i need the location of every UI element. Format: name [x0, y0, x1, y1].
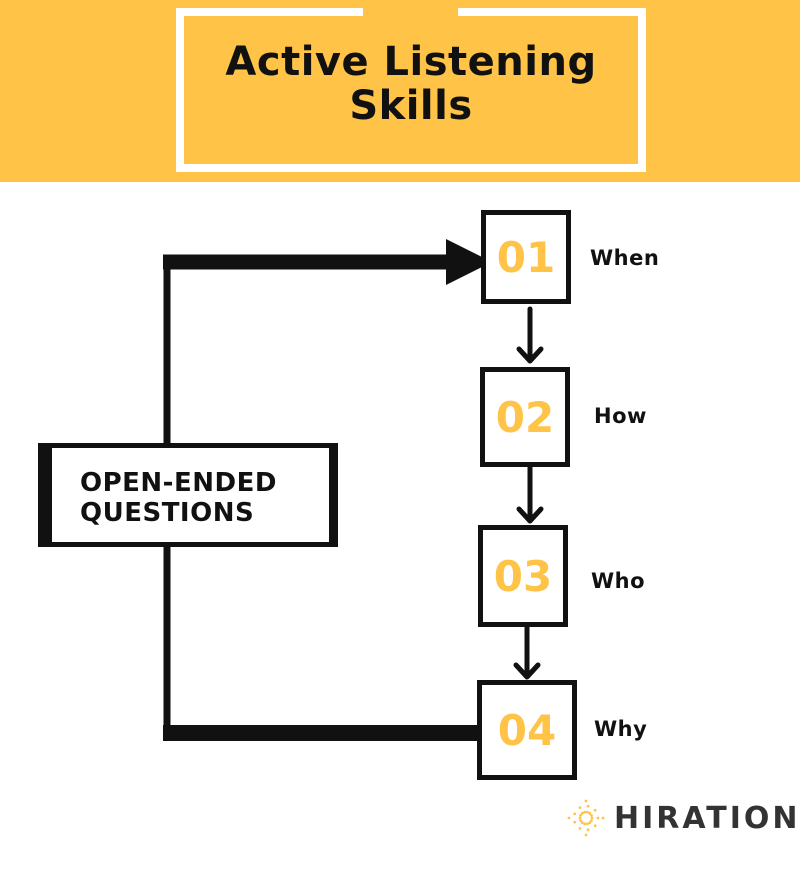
- logo-dot: [586, 804, 590, 808]
- arrowhead-to-step-01: [446, 239, 492, 285]
- logo-dot: [584, 799, 588, 803]
- logo-dot: [585, 822, 589, 826]
- step-label-who: Who: [591, 569, 646, 593]
- step-number-04: 04: [497, 705, 557, 755]
- logo-dot: [580, 811, 584, 815]
- arrow-step-02-03-head: [516, 506, 544, 524]
- logo-dot: [579, 819, 582, 823]
- brand-name: HIRATION: [614, 800, 800, 836]
- logo-dot: [590, 816, 594, 820]
- logo-dot: [567, 816, 571, 820]
- step-box-04: 04: [477, 680, 577, 780]
- open-ended-questions-box: [38, 443, 338, 547]
- arrow-step-01-02-head: [516, 346, 544, 364]
- step-box-02: 02: [480, 367, 570, 467]
- step-label-why: Why: [594, 717, 648, 741]
- logo-dot: [585, 810, 589, 814]
- dotted-circle-logo-icon: [567, 799, 605, 837]
- step-label-how: How: [594, 404, 647, 428]
- logo-dot: [588, 821, 592, 825]
- step-number-02: 02: [495, 392, 555, 442]
- logo-dot: [578, 826, 582, 830]
- step-box-03: 03: [478, 525, 568, 627]
- center-node-line-1: OPEN-ENDED: [80, 468, 277, 498]
- logo-dot: [593, 824, 597, 828]
- logo-dot: [578, 806, 582, 810]
- logo-dot: [584, 833, 588, 837]
- logo-dot: [573, 820, 577, 824]
- center-node-line-2: QUESTIONS: [80, 498, 255, 528]
- open-ended-questions-label: OPEN-ENDED QUESTIONS: [80, 468, 330, 528]
- logo-dot: [601, 816, 605, 820]
- page-title: Active Listening Skills: [186, 40, 636, 128]
- logo-dot: [583, 822, 587, 826]
- arrow-step-03-04-head: [513, 662, 541, 680]
- logo-dot: [593, 808, 597, 812]
- logo-dot: [583, 810, 587, 814]
- step-label-when: When: [590, 246, 660, 270]
- title-frame-top-left: [176, 8, 363, 16]
- logo-dot: [578, 816, 582, 820]
- title-frame: [176, 8, 646, 172]
- logo-dot: [579, 813, 582, 817]
- logo-dot: [588, 811, 592, 815]
- title-line-2: Skills: [349, 83, 473, 129]
- logo-dot: [596, 816, 600, 820]
- logo-dot: [580, 821, 584, 825]
- logo-dot: [586, 828, 590, 832]
- header-band: [0, 0, 800, 182]
- title-frame-top-right: [458, 8, 646, 16]
- logo-dot: [590, 819, 593, 823]
- step-number-01: 01: [496, 232, 556, 282]
- step-number-03: 03: [493, 551, 553, 601]
- logo-dot: [573, 812, 577, 816]
- logo-dot: [590, 813, 593, 817]
- step-box-01: 01: [481, 210, 571, 304]
- brand-logo: HIRATION: [566, 798, 800, 838]
- title-line-1: Active Listening: [225, 39, 597, 85]
